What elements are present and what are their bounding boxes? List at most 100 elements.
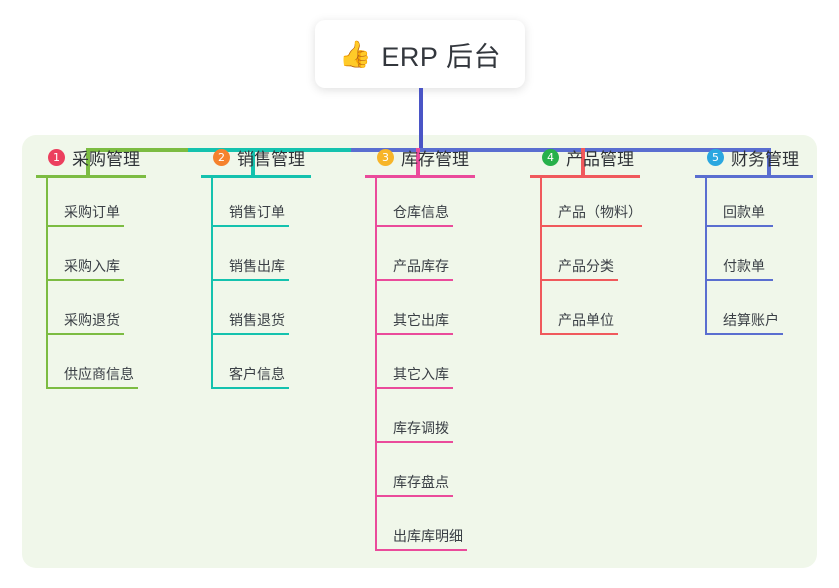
branch-column-2: 2 销售管理销售订单销售出库销售退货客户信息 bbox=[201, 144, 311, 394]
leaf-label: 采购入库 bbox=[64, 258, 120, 274]
branch-items: 销售订单销售出库销售退货客户信息 bbox=[201, 178, 311, 394]
leaf-node[interactable]: 结算账户 bbox=[695, 286, 805, 340]
leaf-rule bbox=[705, 333, 783, 335]
branch-header-2[interactable]: 2 销售管理 bbox=[201, 144, 311, 170]
leaf-node[interactable]: 回款单 bbox=[695, 178, 805, 232]
leaf-node[interactable]: 采购订单 bbox=[36, 178, 146, 232]
leaf-rule bbox=[211, 387, 289, 389]
leaf-rule bbox=[705, 225, 773, 227]
leaf-label: 其它入库 bbox=[393, 366, 449, 382]
leaf-node[interactable]: 产品单位 bbox=[530, 286, 640, 340]
leaf-label: 付款单 bbox=[723, 258, 765, 274]
leaf-node[interactable]: 产品库存 bbox=[365, 232, 475, 286]
leaf-rule bbox=[46, 225, 124, 227]
branch-title: 产品管理 bbox=[566, 149, 634, 169]
branch-spine bbox=[46, 178, 48, 389]
leaf-rule bbox=[211, 279, 289, 281]
branch-items: 仓库信息产品库存其它出库其它入库库存调拨库存盘点出库库明细 bbox=[365, 178, 475, 556]
branch-items: 产品（物料） 产品分类产品单位 bbox=[530, 178, 642, 340]
branch-column-3: 3 库存管理仓库信息产品库存其它出库其它入库库存调拨库存盘点出库库明细 bbox=[365, 144, 475, 556]
leaf-label: 其它出库 bbox=[393, 312, 449, 328]
branch-drop-1 bbox=[86, 148, 90, 176]
bus-segment-2 bbox=[188, 148, 351, 152]
branch-spine bbox=[375, 178, 377, 551]
branch-number-badge: 2 bbox=[213, 148, 230, 166]
leaf-node[interactable]: 出库库明细 bbox=[365, 502, 475, 556]
branch-header-rule bbox=[530, 175, 640, 178]
branch-header-3[interactable]: 3 库存管理 bbox=[365, 144, 475, 170]
leaf-node[interactable]: 客户信息 bbox=[201, 340, 311, 394]
leaf-rule bbox=[46, 333, 124, 335]
leaf-node[interactable]: 产品（物料） bbox=[530, 178, 642, 232]
branch-title: 财务管理 bbox=[731, 149, 799, 169]
leaf-label: 产品分类 bbox=[558, 258, 614, 274]
leaf-rule bbox=[540, 333, 618, 335]
leaf-node[interactable]: 销售出库 bbox=[201, 232, 311, 286]
branch-drop-3 bbox=[416, 148, 420, 176]
leaf-label: 供应商信息 bbox=[64, 366, 134, 382]
leaf-rule bbox=[375, 441, 453, 443]
leaf-label: 产品单位 bbox=[558, 312, 614, 328]
leaf-label: 产品（物料） bbox=[558, 204, 642, 220]
root-node-title: ERP 后台 bbox=[381, 41, 501, 72]
leaf-label: 库存调拨 bbox=[393, 420, 449, 436]
branch-title: 销售管理 bbox=[237, 149, 305, 169]
leaf-node[interactable]: 供应商信息 bbox=[36, 340, 146, 394]
root-node[interactable]: 👍 ERP 后台 bbox=[315, 20, 525, 88]
leaf-rule bbox=[540, 225, 642, 227]
leaf-rule bbox=[375, 549, 467, 551]
thumbs-up-icon: 👍 bbox=[339, 39, 372, 69]
leaf-label: 采购退货 bbox=[64, 312, 120, 328]
branch-title: 采购管理 bbox=[72, 149, 140, 169]
leaf-label: 产品库存 bbox=[393, 258, 449, 274]
branch-number-badge: 1 bbox=[48, 148, 65, 166]
leaf-rule bbox=[46, 279, 124, 281]
leaf-label: 回款单 bbox=[723, 204, 765, 220]
bus-segment-1 bbox=[86, 148, 188, 152]
leaf-rule bbox=[46, 387, 138, 389]
branch-header-1[interactable]: 1 采购管理 bbox=[36, 144, 146, 170]
leaf-rule bbox=[540, 279, 618, 281]
branch-spine bbox=[540, 178, 542, 335]
branch-header-rule bbox=[201, 175, 311, 178]
branch-header-rule bbox=[365, 175, 475, 178]
leaf-node[interactable]: 销售订单 bbox=[201, 178, 311, 232]
branch-items: 采购订单采购入库采购退货供应商信息 bbox=[36, 178, 146, 394]
leaf-node[interactable]: 其它出库 bbox=[365, 286, 475, 340]
leaf-rule bbox=[211, 333, 289, 335]
leaf-rule bbox=[375, 333, 453, 335]
leaf-node[interactable]: 采购入库 bbox=[36, 232, 146, 286]
leaf-label: 出库库明细 bbox=[393, 528, 463, 544]
branch-header-rule bbox=[695, 175, 813, 178]
leaf-rule bbox=[375, 495, 453, 497]
leaf-rule bbox=[375, 387, 453, 389]
branch-title: 库存管理 bbox=[401, 149, 469, 169]
leaf-node[interactable]: 采购退货 bbox=[36, 286, 146, 340]
leaf-node[interactable]: 付款单 bbox=[695, 232, 805, 286]
branch-drop-2 bbox=[251, 148, 255, 176]
leaf-node[interactable]: 库存调拨 bbox=[365, 394, 475, 448]
leaf-node[interactable]: 仓库信息 bbox=[365, 178, 475, 232]
leaf-label: 客户信息 bbox=[229, 366, 285, 382]
branch-items: 回款单付款单结算账户 bbox=[695, 178, 805, 340]
leaf-node[interactable]: 其它入库 bbox=[365, 340, 475, 394]
leaf-label: 销售出库 bbox=[229, 258, 285, 274]
leaf-label: 仓库信息 bbox=[393, 204, 449, 220]
root-trunk-connector bbox=[419, 88, 423, 150]
leaf-node[interactable]: 产品分类 bbox=[530, 232, 640, 286]
branch-number-badge: 3 bbox=[377, 148, 394, 166]
leaf-label: 结算账户 bbox=[723, 312, 779, 328]
branch-spine bbox=[705, 178, 707, 335]
branch-spine bbox=[211, 178, 213, 389]
leaf-node[interactable]: 销售退货 bbox=[201, 286, 311, 340]
leaf-label: 库存盘点 bbox=[393, 474, 449, 490]
leaf-label: 采购订单 bbox=[64, 204, 120, 220]
branch-drop-5 bbox=[767, 148, 771, 176]
leaf-node[interactable]: 库存盘点 bbox=[365, 448, 475, 502]
branch-header-rule bbox=[36, 175, 146, 178]
